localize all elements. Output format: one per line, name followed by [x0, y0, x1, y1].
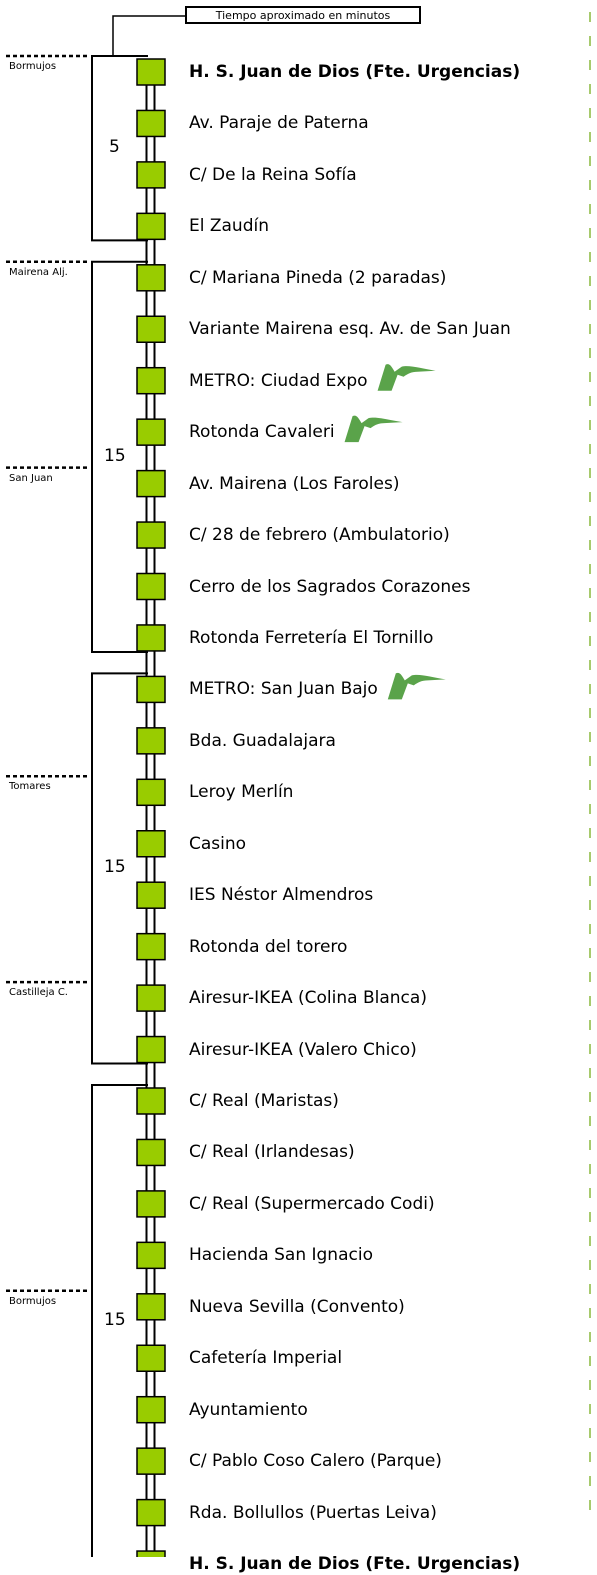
stop-label: IES Néstor Almendros — [189, 885, 374, 906]
stop-label: C/ 28 de febrero (Ambulatorio) — [189, 525, 450, 546]
stop-marker — [136, 830, 166, 858]
zone-label: Bormujos — [9, 61, 57, 72]
stop-label: C/ Real (Irlandesas) — [189, 1142, 355, 1163]
stop-marker — [136, 1138, 166, 1167]
zone-label: Castilleja C. — [9, 987, 68, 999]
stop-label: Rotonda Ferretería El Tornillo — [189, 627, 434, 648]
stop-label: Av. Mairena (Los Faroles) — [189, 473, 400, 494]
stop-label: H. S. Juan de Dios (Fte. Urgencias) — [189, 1554, 521, 1575]
stop-marker — [136, 1395, 166, 1424]
stop-marker — [136, 264, 166, 292]
metro-shape — [387, 672, 446, 700]
stop-label: Cerro de los Sagrados Corazones — [189, 576, 471, 597]
stop-marker — [136, 675, 166, 704]
stop-marker — [136, 984, 166, 1012]
stop-marker — [136, 727, 166, 755]
stop-marker — [136, 1550, 166, 1557]
metro-icon — [344, 415, 403, 443]
stop-label: C/ Real (Supermercado Codi) — [189, 1193, 435, 1214]
time-header-box: Tiempo aproximado en minutos — [185, 6, 421, 24]
stop-label: Variante Mairena esq. Av. de San Juan — [189, 319, 511, 340]
stop-marker — [136, 315, 166, 343]
stop-label: Rda. Bollullos (Puertas Leiva) — [189, 1502, 437, 1523]
segment-bracket — [91, 672, 148, 1065]
stop-marker — [136, 212, 166, 241]
zone-label: San Juan — [9, 472, 53, 484]
stop-label: Nueva Sevilla (Convento) — [189, 1296, 405, 1317]
stop-label: C/ Mariana Pineda (2 paradas) — [189, 267, 447, 288]
zone-label: Bormujos — [9, 1295, 57, 1307]
stop-marker — [136, 58, 166, 86]
stop-marker — [136, 1498, 166, 1527]
stop-label: Ayuntamiento — [189, 1399, 308, 1420]
metro-icon — [377, 364, 436, 391]
metro-shape — [377, 364, 436, 391]
stop-label: Casino — [189, 833, 247, 854]
stop-label: Airesur-IKEA (Colina Blanca) — [189, 988, 427, 1009]
stop-marker — [136, 778, 166, 807]
stop-label: Bda. Guadalajara — [189, 730, 336, 751]
stop-label: Hacienda San Ignacio — [189, 1245, 373, 1266]
stop-marker — [136, 1293, 166, 1321]
zone-label: Mairena Alj. — [9, 266, 68, 278]
stop-label: C/ De la Reina Sofía — [189, 164, 357, 185]
zone-label: Tomares — [9, 781, 51, 793]
header-connector — [112, 15, 185, 55]
stop-marker — [136, 1087, 166, 1115]
stop-marker — [136, 1190, 166, 1218]
stop-label: Airesur-IKEA (Valero Chico) — [189, 1039, 417, 1060]
stop-label: C/ Pablo Coso Calero (Parque) — [189, 1451, 442, 1472]
stop-label: Rotonda Cavaleri — [189, 422, 335, 443]
stop-marker — [136, 624, 166, 652]
segment-bracket — [91, 260, 148, 653]
segment-time-label: 15 — [104, 1310, 126, 1330]
segment-bracket — [91, 1084, 148, 1557]
stop-marker — [136, 1035, 166, 1064]
stop-marker — [136, 1344, 166, 1372]
stop-marker — [136, 521, 166, 549]
stop-marker — [136, 1241, 166, 1270]
stop-label: El Zaudín — [189, 216, 269, 237]
stop-marker — [136, 1447, 166, 1475]
stop-marker — [136, 469, 166, 498]
segment-time-label: 15 — [104, 445, 126, 466]
segment-bracket — [91, 55, 148, 242]
stop-marker — [136, 161, 166, 189]
stop-marker — [136, 109, 166, 138]
stop-label: METRO: San Juan Bajo — [189, 679, 378, 700]
stop-label: METRO: Ciudad Expo — [189, 370, 368, 391]
stop-label: Av. Paraje de Paterna — [189, 113, 369, 134]
stop-label: H. S. Juan de Dios (Fte. Urgencias) — [189, 62, 521, 82]
stop-marker — [136, 572, 166, 601]
segment-time-label: 5 — [109, 137, 120, 158]
metro-shape — [344, 415, 403, 443]
stop-label: Cafetería Imperial — [189, 1348, 343, 1369]
stop-marker — [136, 418, 166, 446]
stop-marker — [136, 932, 166, 961]
metro-icon — [387, 672, 446, 700]
stop-label: Rotonda del torero — [189, 936, 348, 957]
stop-marker — [136, 881, 166, 909]
segment-time-label: 15 — [104, 857, 126, 878]
stop-label: Leroy Merlín — [189, 782, 294, 803]
stop-marker — [136, 366, 166, 395]
stop-label: C/ Real (Maristas) — [189, 1091, 339, 1111]
